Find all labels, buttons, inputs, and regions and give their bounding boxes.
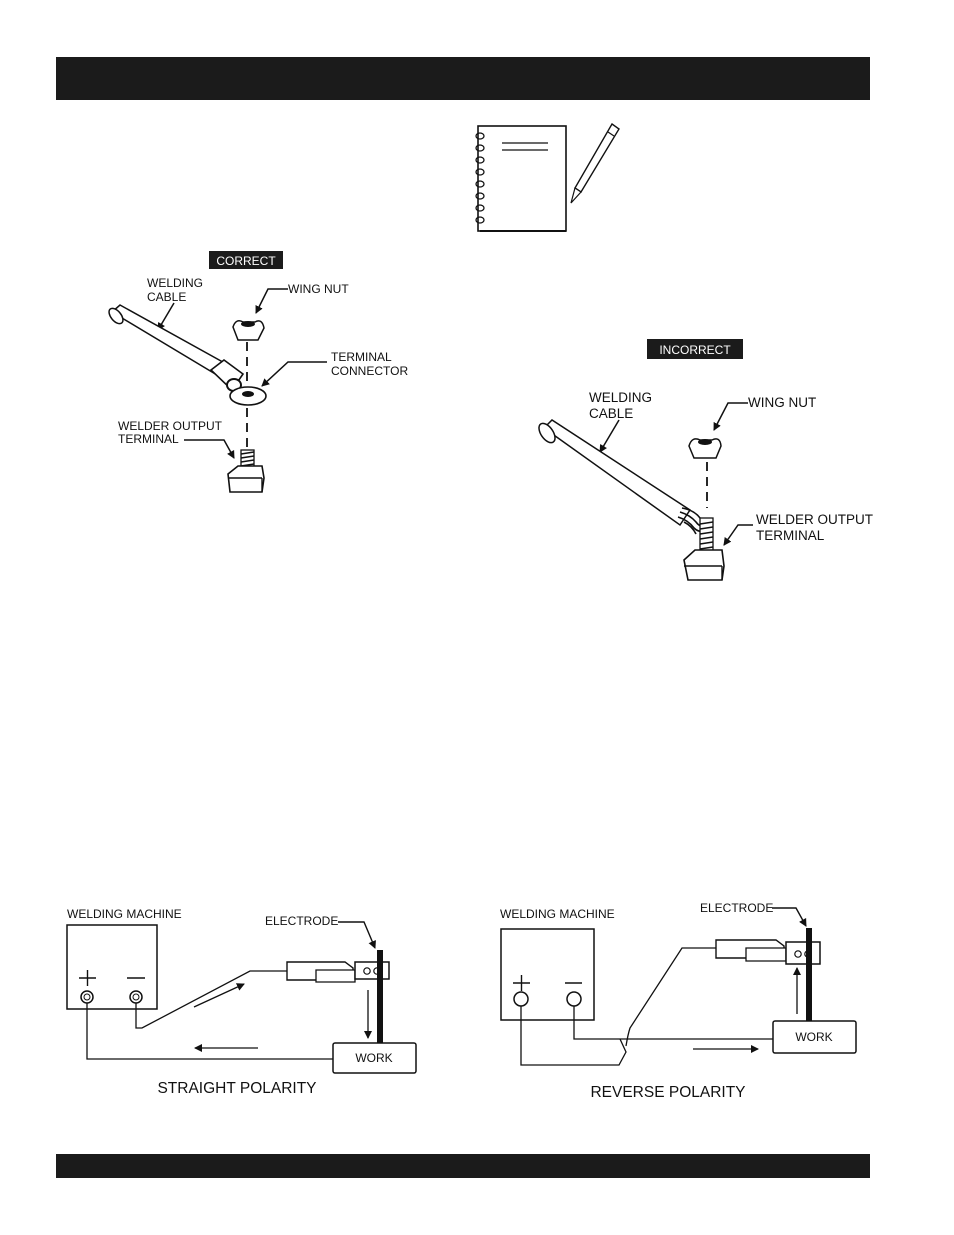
incorrect-welding-cable-label-line1: WELDING [589, 390, 652, 405]
reverse-machine-label: WELDING MACHINE [500, 907, 615, 921]
straight-electrode-holder [287, 962, 389, 982]
correct-wing-nut-label: WING NUT [288, 282, 349, 296]
correct-welding-cable-label-line1: WELDING [147, 276, 203, 290]
reverse-electrode-rod [806, 928, 812, 1022]
incorrect-welder-output-terminal [684, 518, 724, 580]
incorrect-welding-cable [536, 420, 710, 534]
incorrect-welder-output-terminal-label-line2: TERMINAL [756, 528, 825, 543]
pencil-icon [571, 124, 619, 203]
notebook-icon [476, 126, 566, 231]
correct-wing-nut-icon [233, 321, 264, 340]
straight-machine-label: WELDING MACHINE [67, 907, 182, 921]
incorrect-wing-nut-icon [689, 439, 721, 458]
reverse-electrode-holder [716, 940, 820, 964]
reverse-polarity-diagram: WELDING MACHINE ELECTRODE WORK [500, 901, 856, 1101]
reverse-work-label: WORK [795, 1030, 832, 1044]
reverse-electrode-label: ELECTRODE [700, 901, 773, 915]
reverse-welding-machine [501, 929, 594, 1020]
correct-terminal-connector [230, 387, 266, 405]
straight-work-label: WORK [355, 1051, 392, 1065]
correct-terminal-connector-label-line1: TERMINAL [331, 350, 392, 364]
incorrect-connection-diagram: INCORRECT WELDING CABLE WING NUT [536, 339, 873, 580]
incorrect-welding-cable-label-line2: CABLE [589, 406, 633, 421]
straight-polarity-caption: STRAIGHT POLARITY [157, 1080, 316, 1097]
correct-terminal-connector-label-line2: CONNECTOR [331, 364, 408, 378]
correct-welding-cable [106, 305, 243, 391]
straight-polarity-diagram: WELDING MACHINE ELECTRODE WORK [67, 907, 416, 1097]
correct-welding-cable-label-line2: CABLE [147, 290, 186, 304]
incorrect-wing-nut-label: WING NUT [748, 395, 816, 410]
incorrect-badge-text: INCORRECT [659, 343, 731, 357]
correct-badge-text: CORRECT [216, 254, 276, 268]
incorrect-welder-output-terminal-label-line1: WELDER OUTPUT [756, 512, 873, 527]
reverse-polarity-caption: REVERSE POLARITY [590, 1084, 745, 1101]
straight-electrode-rod [377, 950, 383, 1043]
correct-connection-diagram: CORRECT WELDING CABLE WING NUT TERMINAL … [106, 251, 408, 492]
straight-electrode-label: ELECTRODE [265, 914, 338, 928]
correct-welder-output-terminal-label-line1: WELDER OUTPUT [118, 419, 223, 433]
correct-welder-output-terminal-label-line2: TERMINAL [118, 432, 179, 446]
